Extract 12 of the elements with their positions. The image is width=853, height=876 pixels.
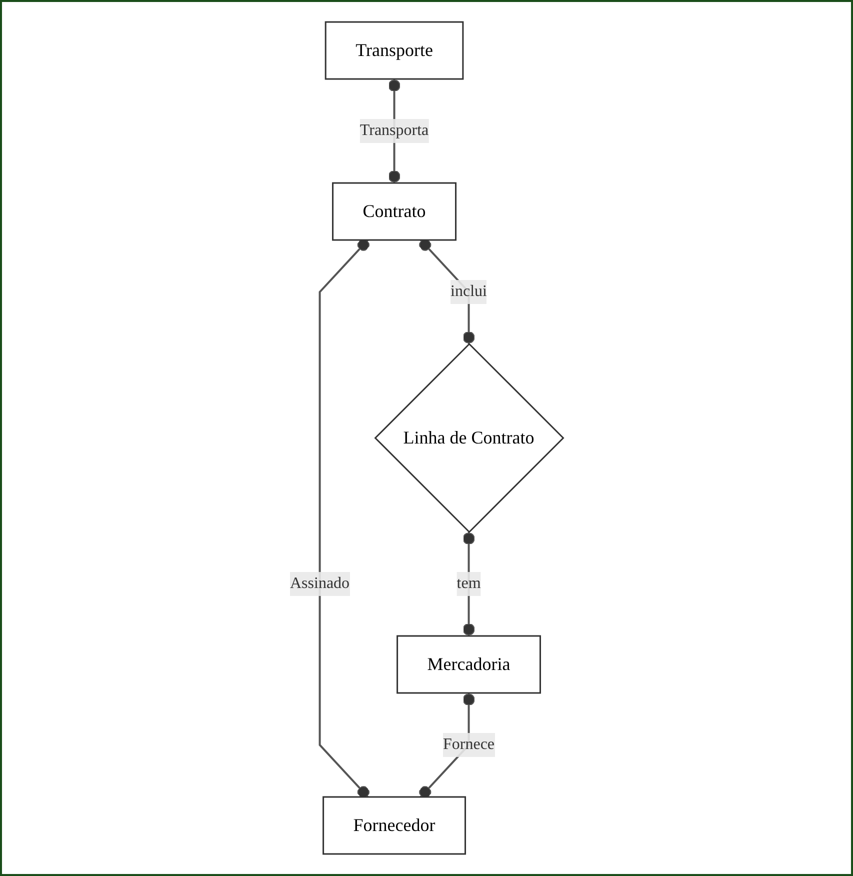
edge-label: inclui <box>450 283 487 300</box>
edge-label: Assinado <box>290 574 350 592</box>
node-diamond: Linha de Contrato <box>374 342 564 534</box>
connector <box>318 238 370 798</box>
edge-label: Transporta <box>360 122 429 140</box>
edge-label: tem <box>456 574 481 592</box>
node-box: Contrato <box>332 182 456 241</box>
node-box: Mercadoria <box>396 635 541 694</box>
node-box: Transporte <box>324 21 464 80</box>
connector <box>462 532 475 636</box>
edge-label: Fornece <box>442 736 494 753</box>
node-box: Fornecedor <box>322 796 466 855</box>
